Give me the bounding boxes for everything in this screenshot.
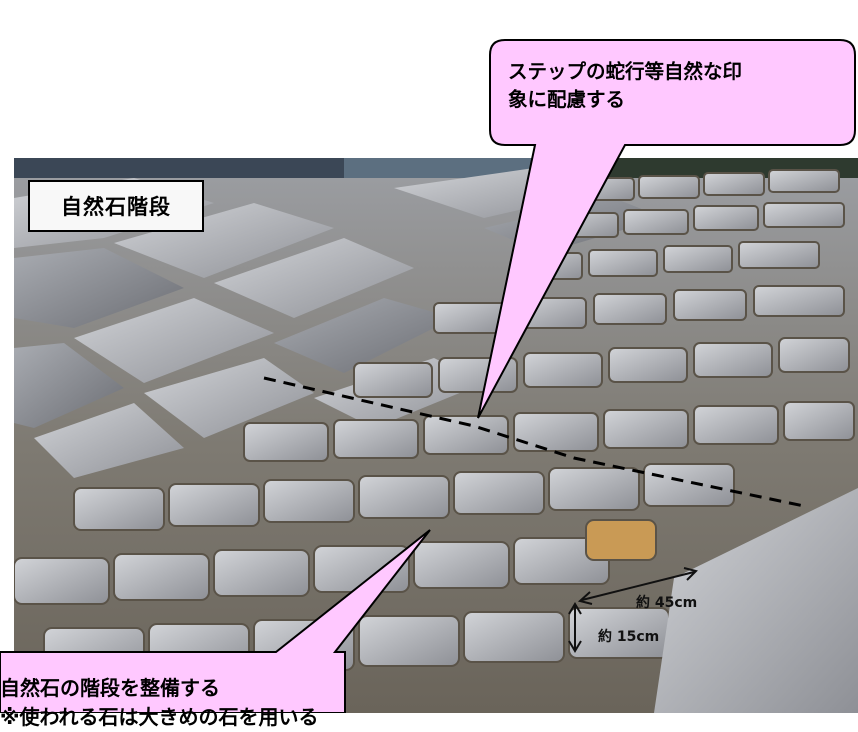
tan-stone [585,519,657,561]
dimension-arrows [568,567,698,653]
callout-bubble-bottom [0,529,431,713]
callout-top-line2: 象に配慮する [508,88,626,112]
callout-bottom-text: 自然石の階段を整備する ※使われる石は大きめの石を用いる [0,674,340,732]
callout-top-text: ステップの蛇行等自然な印 象に配慮する [508,58,838,115]
callout-top-line1: ステップの蛇行等自然な印 [508,60,743,83]
callout-bottom-line2: ※使われる石は大きめの石を用いる [0,705,319,729]
callout-layer [0,39,856,713]
callout-bubble-top [477,39,856,419]
meander-dashed-line [263,376,805,508]
width-dimension-label: 約 45cm [636,595,698,611]
large-right-slab [654,488,858,713]
height-dimension-label: 約 15cm [598,629,660,645]
cut-stone-rows [14,169,858,713]
title-label: 自然石階段 [28,180,204,232]
callout-bottom-line1: 自然石の階段を整備する [0,676,220,700]
